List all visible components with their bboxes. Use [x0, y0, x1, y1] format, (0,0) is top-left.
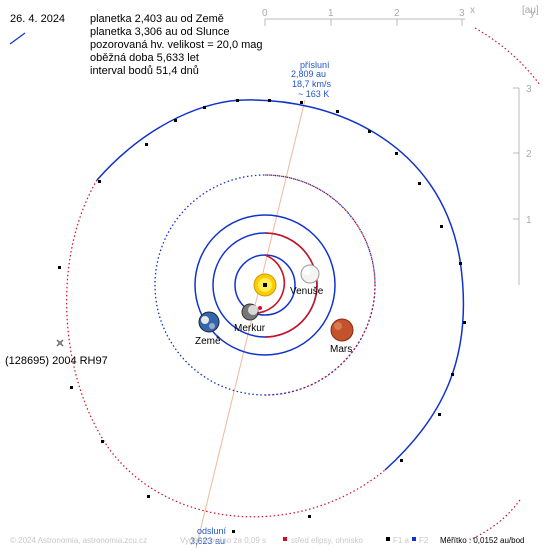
- interval-point: [451, 373, 454, 376]
- venus-label: Venuše: [290, 286, 324, 297]
- sun: [253, 273, 277, 297]
- top-tick-2: 2: [394, 8, 400, 19]
- interval-point: [336, 110, 339, 113]
- legend-f1-marker: [386, 537, 390, 541]
- interval-point: [418, 182, 421, 185]
- mercury-orbit-south-arc: [252, 254, 286, 314]
- earth-orbit: [194, 214, 336, 356]
- perihelion-speed: 18,7 km/s: [292, 79, 332, 89]
- top-scale: 0 1 2 3 x [au]: [262, 5, 539, 26]
- asteroid-orbit-south: [66, 179, 386, 518]
- interval-point: [300, 101, 303, 104]
- earth-planet: [198, 311, 220, 333]
- mercury-label: Merkur: [234, 323, 266, 334]
- earth-label: Země: [195, 336, 221, 347]
- mars-label: Mars: [330, 344, 352, 355]
- legend-f1-text: F1 a: [393, 536, 410, 545]
- legend-line: [9, 32, 26, 45]
- side-scale: 3 2 1 y: [513, 8, 535, 285]
- interval-point: [438, 413, 441, 416]
- interval-point: [268, 99, 271, 102]
- perihelion-distance: 2,809 au: [291, 69, 326, 79]
- footer: © 2024 Astronomia, astronomia.zcu.cz Vyg…: [10, 536, 525, 545]
- interval-point: [203, 106, 206, 109]
- asteroid-name: (128695) 2004 RH97: [5, 355, 108, 367]
- legend-f2-text: F2: [419, 536, 429, 545]
- apsidal-line: [195, 99, 306, 549]
- orbit-interval-points: [58, 99, 466, 533]
- y-axis-label: y: [530, 8, 535, 19]
- interval-point: [463, 321, 466, 324]
- interval-point: [98, 180, 101, 183]
- info-line-3: pozorovaná hv. velikost = 20,0 mag: [90, 39, 263, 51]
- mercury-planet: [241, 303, 262, 321]
- interval-point: [459, 262, 462, 265]
- side-tick-1: 1: [526, 215, 532, 226]
- render-note: Vygenerováno za 0,09 s: [180, 536, 266, 545]
- venus-planet: [300, 264, 320, 284]
- asteroid-orbit-outer-arc-bottom: [469, 499, 521, 541]
- interval-point: [236, 99, 239, 102]
- interval-point: [174, 119, 177, 122]
- legend-f2-marker: [412, 537, 416, 541]
- aphelion-distance: 3,623 au: [190, 536, 225, 546]
- date-label: 26. 4. 2024: [10, 13, 65, 25]
- perihelion-title: přísluní: [300, 60, 330, 70]
- info-line-1: planetka 2,403 au od Země: [90, 13, 224, 25]
- interval-point: [440, 225, 443, 228]
- scale-text: Měřítko : 0,0152 au/bod: [440, 536, 525, 545]
- top-tick-0: 0: [262, 8, 268, 19]
- interval-point: [395, 152, 398, 155]
- interval-point: [400, 459, 403, 462]
- interval-point: [58, 266, 61, 269]
- asteroid-orbit-outer-arc: [474, 27, 541, 86]
- x-axis-label: x: [470, 5, 475, 16]
- unit-label: [au]: [522, 5, 539, 16]
- interval-point: [147, 495, 150, 498]
- copyright-text: © 2024 Astronomia, astronomia.zcu.cz: [10, 536, 147, 545]
- interval-point: [308, 515, 311, 518]
- interval-point: [368, 130, 371, 133]
- interval-point: [70, 386, 73, 389]
- interval-point: [232, 530, 235, 533]
- legend-center-marker: [283, 537, 287, 541]
- legend-center-text: střed elipsy, ohnisko: [291, 536, 363, 545]
- side-tick-3: 3: [526, 84, 532, 95]
- venus-orbit-south-arc: [264, 232, 318, 338]
- perihelion-temperature: ~ 163 K: [298, 89, 329, 99]
- interval-point: [145, 143, 148, 146]
- mars-planet: [330, 318, 354, 342]
- top-tick-1: 1: [328, 8, 334, 19]
- info-line-2: planetka 3,306 au od Slunce: [90, 26, 229, 38]
- info-line-4: oběžná doba 5,633 let: [90, 52, 199, 64]
- side-tick-2: 2: [526, 149, 532, 160]
- asteroid-marker: [56, 339, 64, 347]
- asteroid-orbit-north: [96, 99, 465, 471]
- aphelion-title: odsluní: [197, 526, 227, 536]
- mars-orbit-south-arc: [264, 174, 376, 396]
- info-line-5: interval bodů 51,4 dnů: [90, 65, 199, 77]
- top-tick-3: 3: [459, 8, 465, 19]
- interval-point: [101, 440, 104, 443]
